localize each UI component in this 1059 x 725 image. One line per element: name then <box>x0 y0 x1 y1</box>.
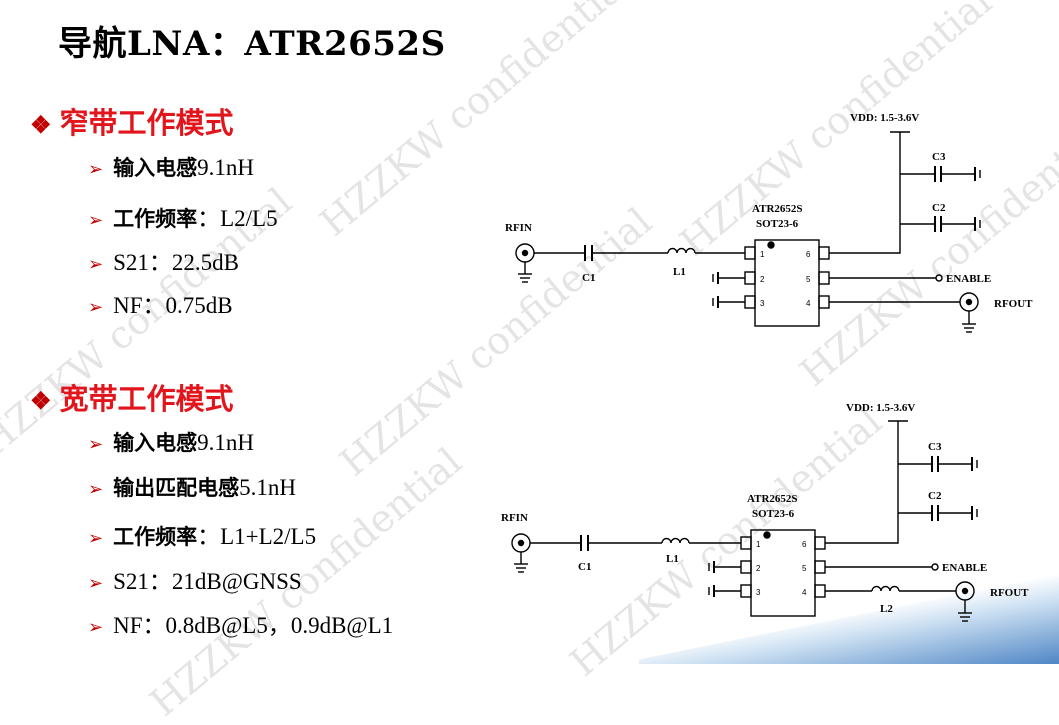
pin-label: 5 <box>806 275 811 284</box>
pin-label: 3 <box>760 299 765 308</box>
arrow-bullet-icon: ➢ <box>88 573 104 594</box>
list-item: ➢NF：0.75dB <box>88 293 233 318</box>
c3-label: C3 <box>932 151 946 163</box>
c2-label: C2 <box>932 202 946 214</box>
list-item: ➢输出匹配电感5.1nH <box>88 475 296 500</box>
package-label: SOT23-6 <box>756 218 799 230</box>
wideband-heading: ❖宽带工作模式 <box>30 376 234 418</box>
c1-label: C1 <box>582 272 595 284</box>
vdd-label: VDD: 1.5-3.6V <box>850 112 919 124</box>
chip-label: ATR2652S <box>747 493 798 505</box>
pin-label: 4 <box>806 299 811 308</box>
diamond-bullet-icon: ❖ <box>30 110 52 139</box>
list-item: ➢输入电感9.1nH <box>88 430 254 455</box>
rfin-label: RFIN <box>501 512 528 524</box>
list-item: ➢NF：0.8dB@L5，0.9dB@L1 <box>88 613 394 638</box>
inductor-l1-icon <box>661 537 690 544</box>
pin-label: 2 <box>760 275 765 284</box>
list-item: ➢工作频率：L1+L2/L5 <box>88 524 317 549</box>
c3-label: C3 <box>928 441 942 453</box>
list-item: ➢S21：21dB@GNSS <box>88 569 302 594</box>
pin-label: 6 <box>806 250 811 259</box>
diamond-bullet-icon: ❖ <box>30 386 52 415</box>
c1-label: C1 <box>578 561 591 573</box>
list-item: ➢输入电感9.1nH <box>88 155 254 180</box>
arrow-bullet-icon: ➢ <box>88 617 104 638</box>
c2-label: C2 <box>928 490 942 502</box>
rfin-connector-icon <box>511 533 531 573</box>
wideband-heading-text: 宽带工作模式 <box>59 382 234 416</box>
list-item: ➢S21：22.5dB <box>88 250 239 275</box>
package-label: SOT23-6 <box>752 508 795 520</box>
pin-label: 2 <box>756 564 761 573</box>
circuit-diagrams: VDD: 1.5-3.6V ATR2652S SOT23-6 RFIN C1 L… <box>501 112 1033 622</box>
inductor-l1-icon <box>667 247 696 254</box>
rfout-connector-icon <box>959 292 979 333</box>
pin-label: 3 <box>756 588 761 597</box>
enable-label: ENABLE <box>946 273 991 285</box>
pin-label: 4 <box>802 588 807 597</box>
list-item: ➢工作频率：L2/L5 <box>88 206 278 231</box>
rfin-label: RFIN <box>505 222 532 234</box>
arrow-bullet-icon: ➢ <box>88 528 104 549</box>
inductor-l2-icon <box>871 585 900 592</box>
enable-label: ENABLE <box>942 562 987 574</box>
arrow-bullet-icon: ➢ <box>88 434 104 455</box>
circuit-narrowband <box>515 131 981 333</box>
arrow-bullet-icon: ➢ <box>88 254 104 275</box>
chip-label: ATR2652S <box>752 203 803 215</box>
pin-label: 6 <box>802 540 807 549</box>
page-title: 导航LNA：ATR2652S <box>58 24 446 64</box>
pin-label: 1 <box>760 250 765 259</box>
narrowband-heading-text: 窄带工作模式 <box>59 106 234 140</box>
vdd-label: VDD: 1.5-3.6V <box>846 402 915 414</box>
rfout-label: RFOUT <box>990 587 1029 599</box>
l1-label: L1 <box>673 266 686 278</box>
arrow-bullet-icon: ➢ <box>88 297 104 318</box>
arrow-bullet-icon: ➢ <box>88 210 104 231</box>
arrow-bullet-icon: ➢ <box>88 479 104 500</box>
rfin-connector-icon <box>515 243 535 283</box>
rfout-connector-icon <box>955 581 975 622</box>
circuit-wideband <box>511 420 978 622</box>
pin-label: 1 <box>756 540 761 549</box>
l1-label: L1 <box>666 553 679 565</box>
pin-label: 5 <box>802 564 807 573</box>
arrow-bullet-icon: ➢ <box>88 159 104 180</box>
narrowband-heading: ❖窄带工作模式 <box>30 100 234 142</box>
l2-label: L2 <box>880 603 893 615</box>
rfout-label: RFOUT <box>994 298 1033 310</box>
